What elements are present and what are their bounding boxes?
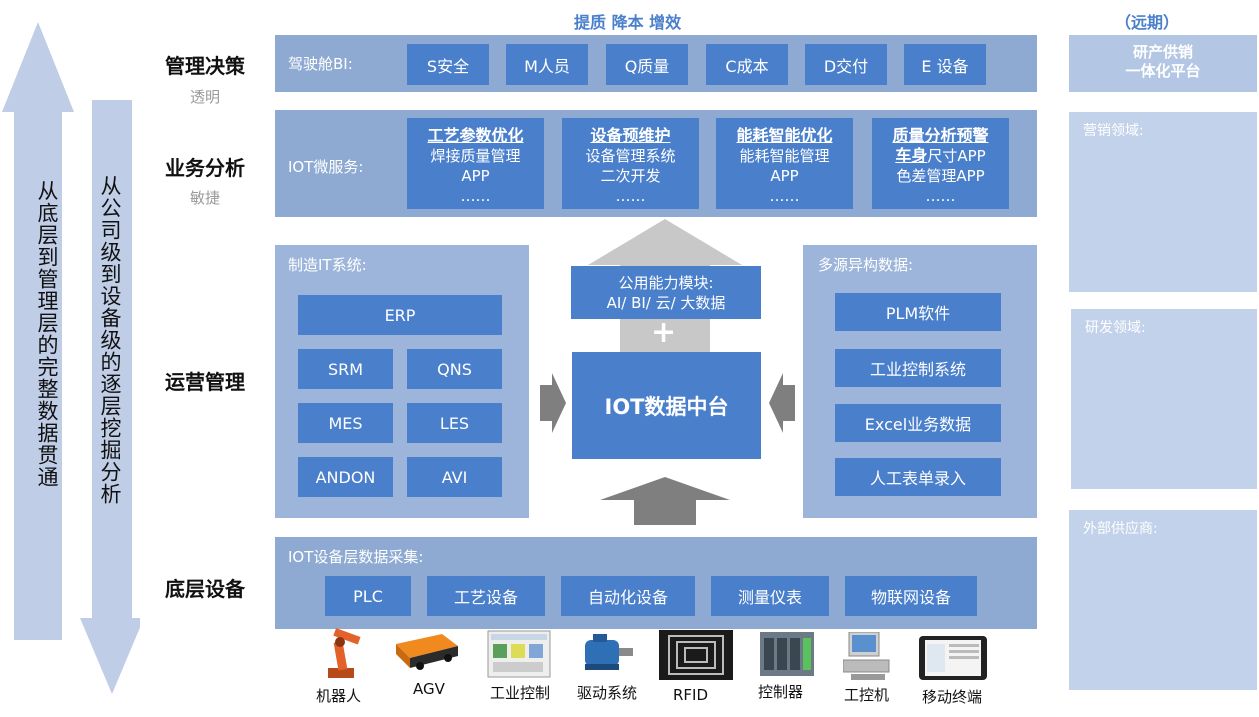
service-line: …… (769, 187, 800, 205)
service-line: APP (770, 167, 799, 185)
service-head-maintenance: 设备预维护 (590, 126, 671, 145)
multi-source-label: 多源异构数据: (818, 256, 914, 274)
service-line: …… (925, 187, 956, 205)
service-line: 设备管理系统 (585, 147, 676, 165)
service-line: 能耗智能管理 (739, 147, 830, 165)
device-label-drive-system: 驱动系统 (577, 684, 638, 702)
cockpit-item-equipment: E 设备 (904, 44, 986, 85)
header-title: 提质 降本 增效 (574, 13, 682, 32)
left-arrow-right (769, 373, 795, 433)
device-label-mobile-terminal: 移动终端 (922, 688, 983, 706)
panel-suppliers-label: 外部供应商: (1083, 521, 1158, 537)
row-sub-management: 透明 (189, 88, 220, 106)
service-line: APP (461, 167, 490, 185)
far-term-title: （远期） (1115, 13, 1180, 32)
service-card-maintenance: 设备预维护 设备管理系统 二次开发 …… (562, 118, 699, 209)
service-line: 色差管理APP (896, 167, 985, 185)
device-layer-label: IOT设备层数据采集: (288, 548, 424, 566)
platform-line2: 一体化平台 (1125, 62, 1201, 80)
device-label-agv: AGV (413, 680, 445, 698)
device-label-industrial-control: 工业控制 (490, 684, 551, 702)
panel-rnd: 研发领域: (1071, 309, 1257, 489)
iot-data-platform: IOT数据中台 (572, 352, 761, 459)
source-industrial-control: 工业控制系统 (835, 349, 1001, 387)
service-head-energy: 能耗智能优化 (736, 126, 833, 145)
outer-arrow-text: 从底层到管理层的完整数据贯通 (35, 180, 59, 488)
system-les: LES (407, 403, 502, 443)
common-module-box: 公用能力模块: AI/ BI/ 云/ 大数据 (571, 266, 761, 319)
manufacturing-it-label: 制造IT系统: (288, 256, 367, 274)
device-label-rfid: RFID (673, 686, 709, 704)
system-mes: MES (298, 403, 393, 443)
device-label-robot: 机器人 (316, 687, 362, 705)
panel-suppliers: 外部供应商: (1069, 510, 1257, 690)
service-line: …… (615, 187, 646, 205)
up-arrow-bottom (600, 477, 730, 525)
industrial-control-icon (487, 630, 551, 678)
panel-rnd-label: 研发领域: (1085, 320, 1146, 336)
device-label-industrial-pc: 工控机 (844, 686, 890, 704)
row-sub-analysis: 敏捷 (189, 189, 220, 207)
service-card-process: 工艺参数优化 焊接质量管理 APP …… (407, 118, 544, 209)
service-card-quality: 质量分析预警 车身尺寸APP 色差管理APP …… (872, 118, 1009, 209)
cockpit-label: 驾驶舱BI: (288, 55, 353, 73)
system-avi: AVI (407, 457, 502, 497)
service-line: 焊接质量管理 (430, 147, 521, 165)
common-module-line1: 公用能力模块: (618, 273, 714, 292)
right-arrow-left (540, 373, 566, 433)
row-title-management: 管理决策 (165, 54, 245, 78)
cockpit-item-quality: Q质量 (606, 44, 688, 85)
source-plm: PLM软件 (835, 293, 1001, 331)
device-label-controller: 控制器 (758, 683, 804, 701)
device-item-process: 工艺设备 (427, 576, 545, 616)
system-andon: ANDON (298, 457, 393, 497)
service-line: 车身尺寸APP (872, 146, 1009, 166)
source-excel: Excel业务数据 (835, 404, 1001, 442)
cockpit-item-delivery: D交付 (805, 44, 887, 85)
system-erp: ERP (298, 295, 502, 335)
cockpit-item-people: M人员 (506, 44, 588, 85)
service-bold-prefix: 车身 (895, 146, 928, 165)
cockpit-item-safety: S安全 (407, 44, 489, 85)
platform-line1: 研产供销 (1132, 43, 1193, 61)
service-head-quality: 质量分析预警 (892, 126, 989, 145)
service-line-rest: 尺寸APP (927, 147, 986, 165)
common-module-line2: AI/ BI/ 云/ 大数据 (606, 293, 726, 312)
panel-marketing: 营销领域: (1069, 112, 1257, 292)
device-item-instrument: 测量仪表 (711, 576, 829, 616)
vertical-arrows (2, 22, 140, 694)
outer-arrow-up (2, 22, 74, 640)
drive-system-icon (585, 634, 633, 670)
agv-icon (396, 634, 458, 670)
cockpit-item-cost: C成本 (706, 44, 788, 85)
plus-sign: + (651, 315, 677, 350)
service-head-process: 工艺参数优化 (427, 126, 524, 145)
row-title-devices: 底层设备 (165, 577, 245, 601)
device-item-iot: 物联网设备 (845, 576, 977, 616)
inner-arrow-text: 从公司级到设备级的逐层挖掘分析 (98, 175, 122, 505)
inner-arrow-down (80, 100, 140, 694)
industrial-pc-icon (843, 632, 890, 680)
device-item-plc: PLC (325, 576, 411, 616)
robot-icon (328, 628, 361, 678)
device-item-automation: 自动化设备 (561, 576, 695, 616)
mobile-terminal-icon (919, 636, 987, 680)
service-line: …… (460, 187, 491, 205)
row-title-operations: 运营管理 (165, 370, 245, 394)
panel-marketing-label: 营销领域: (1083, 123, 1144, 139)
source-manual-form: 人工表单录入 (835, 458, 1001, 496)
platform-box: 研产供销 一体化平台 (1069, 35, 1257, 92)
service-line: 二次开发 (600, 167, 661, 185)
rfid-icon (659, 630, 733, 680)
row-title-analysis: 业务分析 (165, 156, 245, 180)
system-qns: QNS (407, 349, 502, 389)
service-card-energy: 能耗智能优化 能耗智能管理 APP …… (716, 118, 853, 209)
system-srm: SRM (298, 349, 393, 389)
iot-services-label: IOT微服务: (288, 158, 364, 176)
controller-icon (760, 632, 814, 676)
